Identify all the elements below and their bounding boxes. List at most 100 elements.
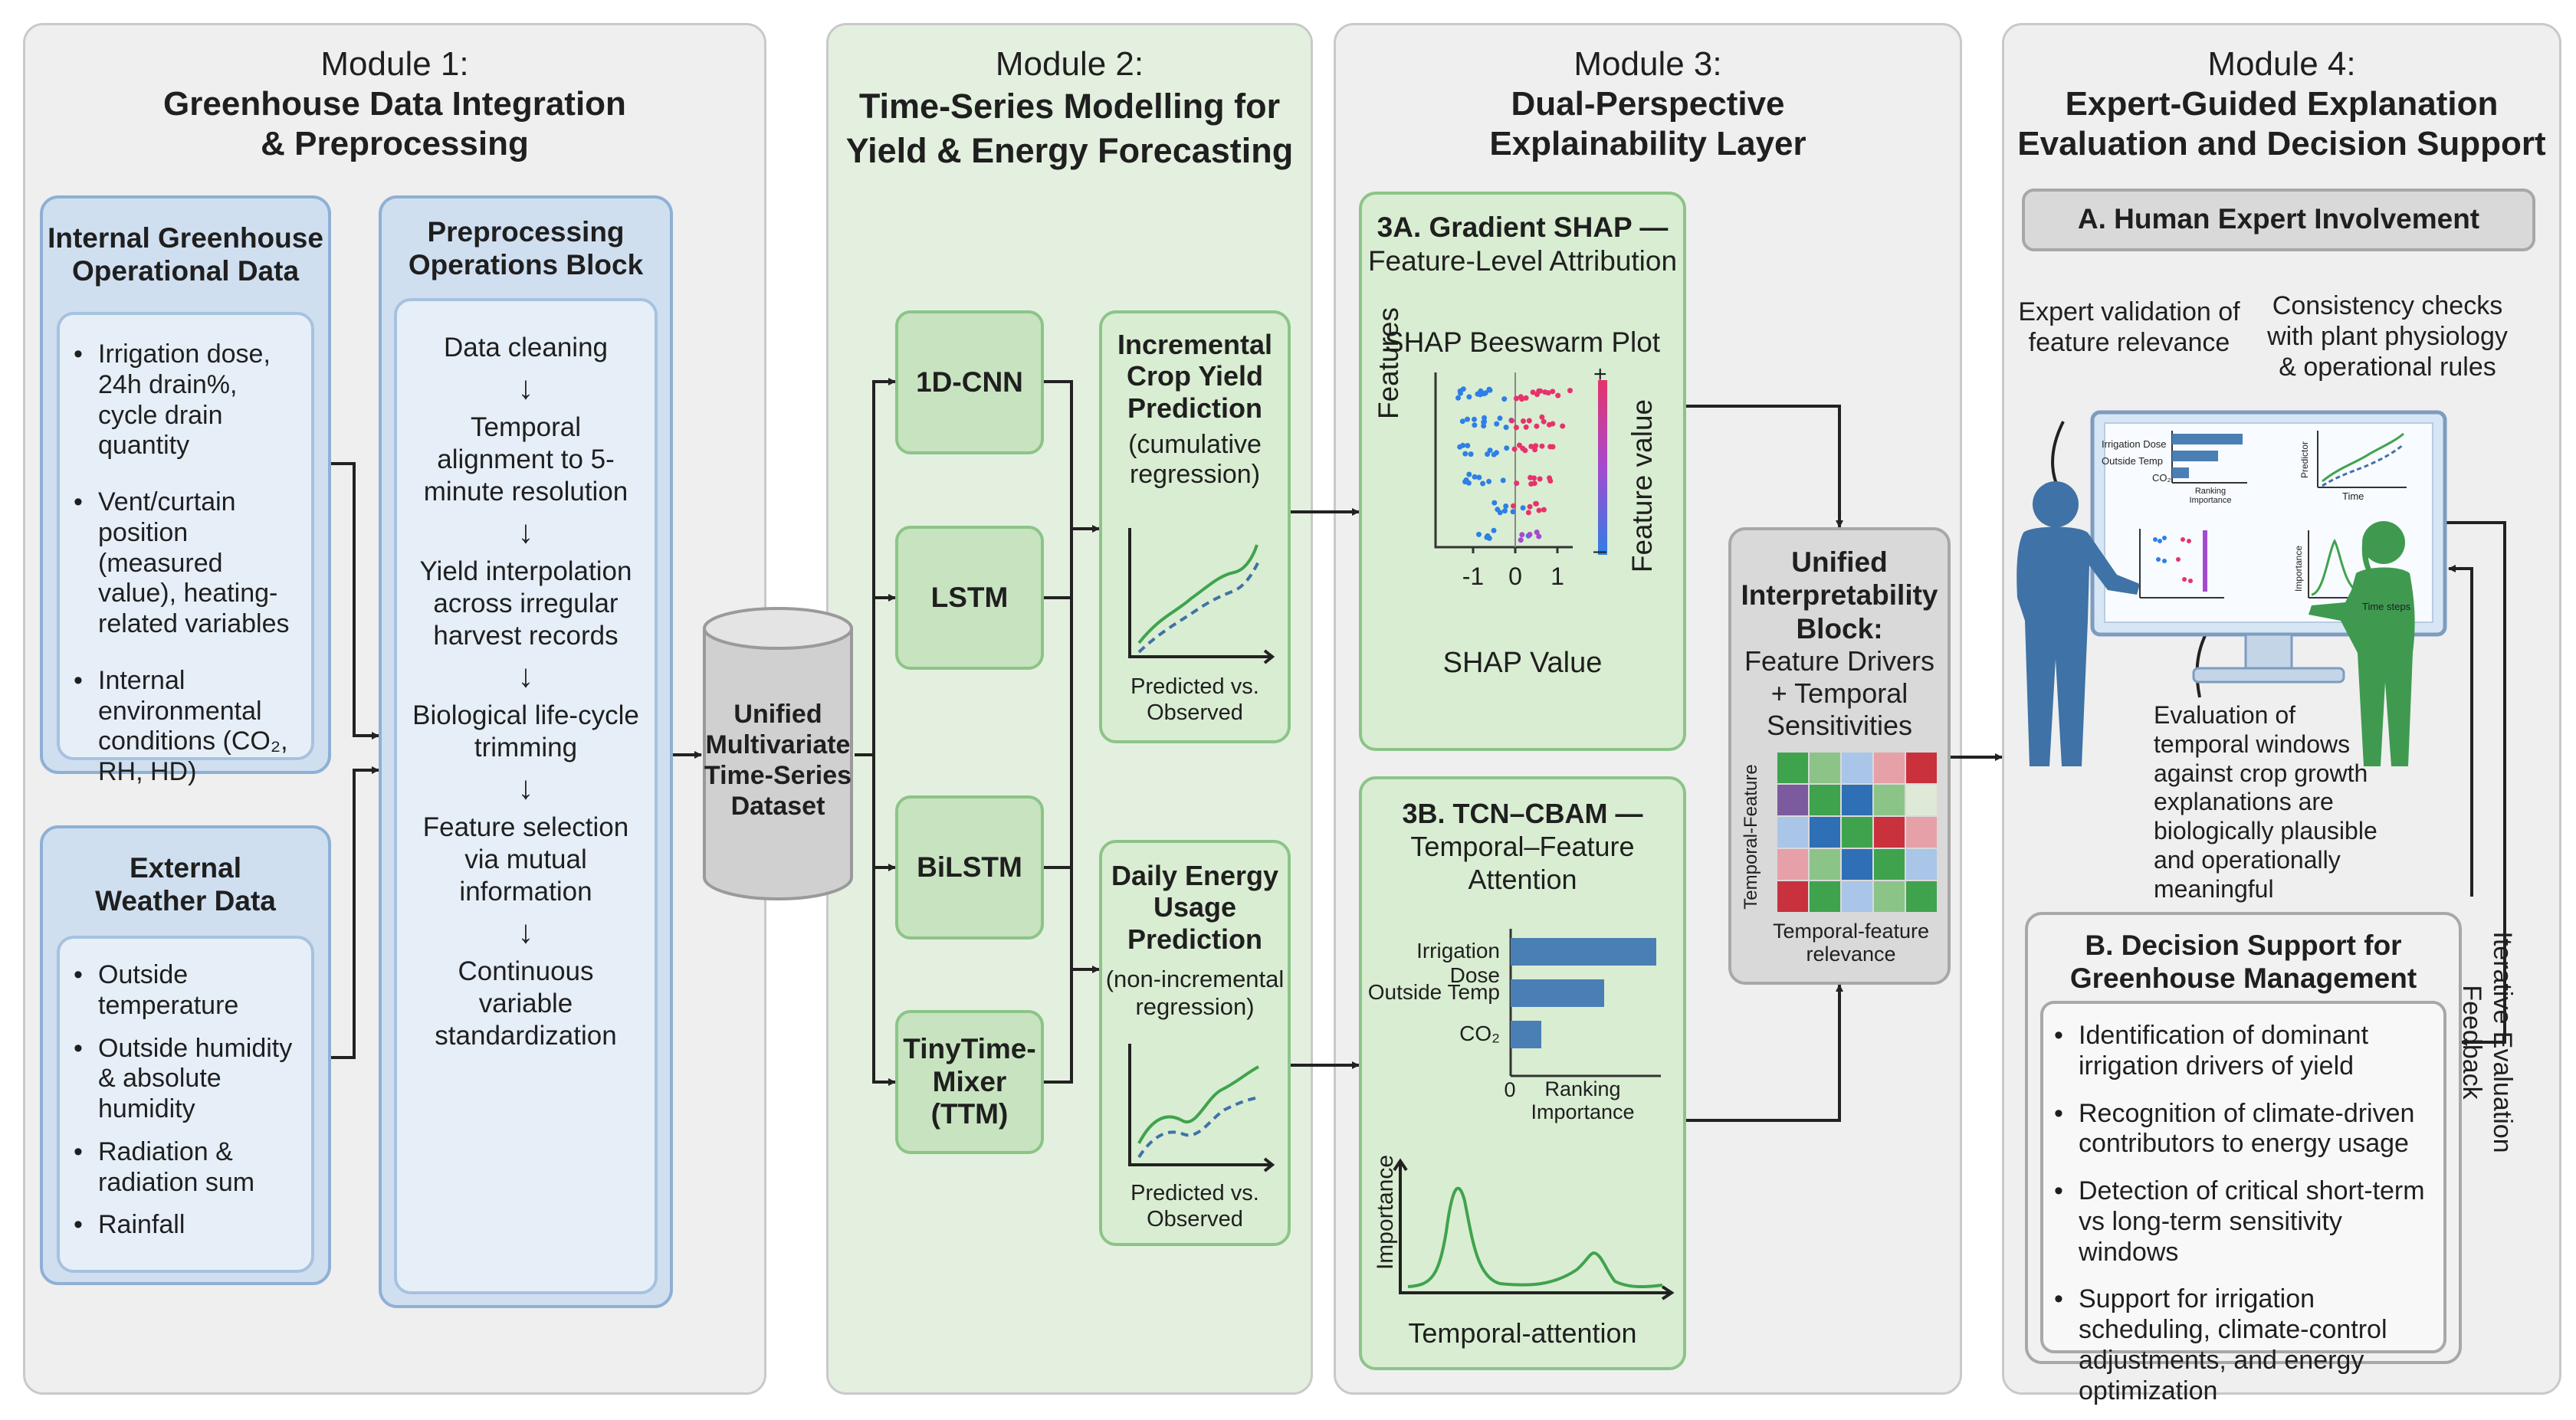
- beeswarm-dot: [1501, 396, 1508, 402]
- beeswarm-dot: [1503, 425, 1509, 431]
- internal-data-title-line2: Operational Data: [71, 255, 300, 287]
- energy-line-chart-icon: [1128, 1044, 1275, 1172]
- beeswarm-dot: [1497, 510, 1503, 516]
- heatmap-cell: [1777, 881, 1808, 912]
- beeswarm-dot: [1523, 424, 1529, 430]
- heatmap-cell: [1906, 881, 1937, 912]
- tcn-panel: 3B. TCN–CBAM — Temporal–Feature Attentio…: [1359, 776, 1686, 1370]
- preprocessing-title-line1: Preprocessing: [427, 216, 625, 248]
- beeswarm-dot: [1485, 451, 1491, 457]
- beeswarm-dot: [1526, 418, 1532, 424]
- beeswarm-dot: [1472, 422, 1478, 428]
- heatmap-cell: [1777, 753, 1808, 783]
- beeswarm-dot: [1555, 392, 1561, 398]
- energy-prediction-note: (non-incremental regression): [1105, 966, 1285, 1020]
- heatmap-cell: [1842, 881, 1872, 912]
- beeswarm-dot: [1487, 387, 1493, 393]
- external-data-title: External Weather Data: [43, 851, 328, 918]
- external-data-list-box: Outside temperature Outside humidity & a…: [57, 936, 314, 1273]
- module-1-number: Module 1:: [320, 45, 469, 83]
- heatmap-cell: [1810, 785, 1840, 815]
- internal-data-panel: Internal Greenhouse Operational Data Irr…: [40, 195, 331, 786]
- preprocess-step: Feature selection via mutual information: [422, 812, 629, 907]
- down-arrow-icon: ↓: [517, 913, 534, 949]
- screen-bar-label: Irrigation Dose: [2102, 438, 2167, 450]
- heatmap-cell: [1777, 817, 1808, 848]
- decision-support-list: Identification of dominant irrigation dr…: [2051, 1021, 2436, 1406]
- module-1-title: Module 1: Greenhouse Data Integration & …: [23, 44, 766, 164]
- heatmap-cell: [1874, 753, 1905, 783]
- beeswarm-dot: [1550, 389, 1556, 395]
- external-data-list: Outside temperature Outside humidity & a…: [71, 960, 304, 1241]
- beeswarm-dot: [1463, 477, 1469, 483]
- beeswarm-dot: [1497, 415, 1503, 421]
- module-3-number: Module 3:: [1573, 45, 1722, 83]
- module-2-title: Module 2: Time-Series Modelling for Yiel…: [826, 44, 1313, 174]
- list-item: Rainfall: [71, 1210, 304, 1241]
- decision-title-line2: Greenhouse Management: [2069, 963, 2417, 995]
- model-ttm-label: TinyTime-Mixer (TTM): [903, 1033, 1036, 1130]
- shap-panel: 3A. Gradient SHAP — Feature-Level Attrib…: [1359, 192, 1686, 751]
- heatmap-cell: [1874, 881, 1905, 912]
- module-4-heading-line2: Evaluation and Decision Support: [2017, 124, 2546, 162]
- model-lstm: LSTM: [895, 526, 1044, 670]
- energy-prediction-box: Daily Energy Usage Prediction (non-incre…: [1099, 840, 1291, 1246]
- list-item: Outside humidity & absolute humidity: [71, 1034, 304, 1125]
- bar-label: Outside Temp: [1367, 980, 1500, 1004]
- beeswarm-dot: [1545, 390, 1551, 396]
- beeswarm-dot: [1486, 535, 1492, 541]
- beeswarm-dot: [1472, 474, 1478, 480]
- dataset-label: Unified Multivariate Time-Series Dataset: [701, 699, 855, 822]
- colorbar-plus: +: [1593, 362, 1607, 387]
- beeswarm-dot: [1504, 445, 1510, 451]
- decision-support-list-box: Identification of dominant irrigation dr…: [2040, 1001, 2446, 1405]
- module-4-heading-line1: Expert-Guided Explanation: [2065, 84, 2499, 123]
- preprocessing-title-line2: Operations Block: [408, 249, 644, 281]
- preprocessing-steps-box: Data cleaning ↓ Temporal alignment to 5-…: [394, 298, 658, 1294]
- beeswarm-dot: [1514, 480, 1520, 487]
- beeswarm-dot: [1534, 500, 1539, 507]
- dataset-label-line3: Time-Series: [704, 761, 852, 791]
- ranking-bar-chart: [1509, 929, 1661, 1077]
- module-2-heading-line1: Time-Series Modelling for: [858, 86, 1281, 126]
- preprocessing-title: Preprocessing Operations Block: [382, 215, 670, 282]
- beeswarm-dot: [1494, 421, 1500, 427]
- beeswarm-dot: [1466, 394, 1472, 400]
- beeswarm-dot: [1521, 418, 1526, 424]
- beeswarm-dot: [1523, 395, 1529, 401]
- expert-scene-illustration: [2016, 410, 2447, 766]
- down-arrow-icon: ↓: [517, 658, 534, 694]
- internal-data-list-box: Irrigation dose, 24h drain%, cycle drain…: [57, 312, 314, 786]
- heatmap-cell: [1906, 785, 1937, 815]
- beeswarm-dot: [1539, 443, 1545, 449]
- beeswarm-dot: [1486, 478, 1492, 484]
- beeswarm-dot: [1530, 389, 1536, 395]
- module-3-heading-line2: Explainability Layer: [1489, 124, 1806, 162]
- heatmap-cell: [1842, 753, 1872, 783]
- database-icon: [703, 607, 853, 900]
- tick-label: 1: [1551, 562, 1564, 590]
- unified-dataset-cylinder: Unified Multivariate Time-Series Dataset: [701, 605, 855, 904]
- attention-xlabel: Temporal-attention: [1408, 1317, 1637, 1349]
- list-item: Identification of dominant irrigation dr…: [2051, 1021, 2436, 1082]
- beeswarm-dot: [1541, 418, 1547, 425]
- beeswarm-dot: [1567, 388, 1573, 394]
- heatmap-cell: [1842, 817, 1872, 848]
- beeswarm-title: SHAP Beeswarm Plot: [1384, 326, 1661, 358]
- heatmap-cell: [1842, 849, 1872, 880]
- module-1-heading-line2: & Preprocessing: [261, 124, 529, 162]
- beeswarm-dot: [1480, 480, 1486, 487]
- model-lstm-label: LSTM: [930, 581, 1009, 613]
- shap-beeswarm-plot: [1434, 372, 1607, 555]
- beeswarm-dot: [1541, 507, 1547, 513]
- beeswarm-dot: [1537, 388, 1544, 394]
- model-1d-cnn-label: 1D-CNN: [916, 366, 1023, 398]
- list-item: Vent/curtain position (measured value), …: [71, 487, 304, 640]
- tick-label: 0: [1508, 562, 1522, 590]
- bar-label: Irrigation Dose: [1416, 939, 1500, 987]
- beeswarm-dot: [1528, 444, 1534, 449]
- heatmap-cell: [1777, 849, 1808, 880]
- heatmap-cell: [1874, 849, 1905, 880]
- expert-involvement-header: A. Human Expert Involvement: [2022, 189, 2535, 251]
- beeswarm-dot: [1532, 447, 1538, 453]
